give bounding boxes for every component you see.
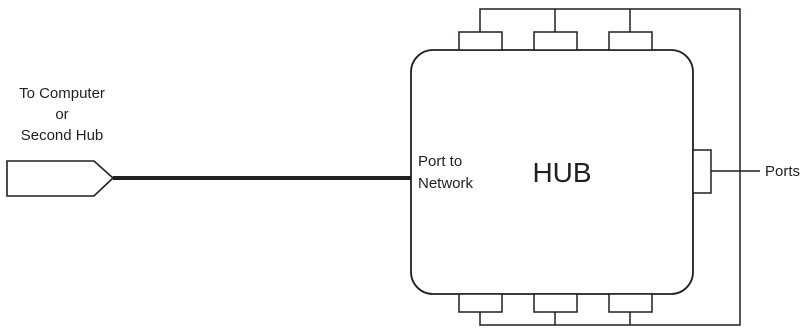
connector-plug — [6, 160, 115, 197]
top-port-2 — [533, 31, 578, 51]
ports-label: Ports — [765, 163, 800, 180]
source-label-line2: or — [55, 106, 68, 123]
top-port-1 — [458, 31, 503, 51]
hub-label: HUB — [532, 157, 591, 188]
bottom-port-3 — [608, 293, 653, 313]
top-port-3 — [608, 31, 653, 51]
source-label-line3: Second Hub — [21, 127, 104, 144]
bottom-port-1 — [458, 293, 503, 313]
source-label-line1: To Computer — [19, 85, 105, 102]
bottom-port-2 — [533, 293, 578, 313]
port-to-network-label-line2: Network — [418, 175, 474, 192]
top-port-bracket — [479, 8, 741, 326]
right-port — [692, 149, 712, 194]
port-to-network-label-line1: Port to — [418, 153, 462, 170]
